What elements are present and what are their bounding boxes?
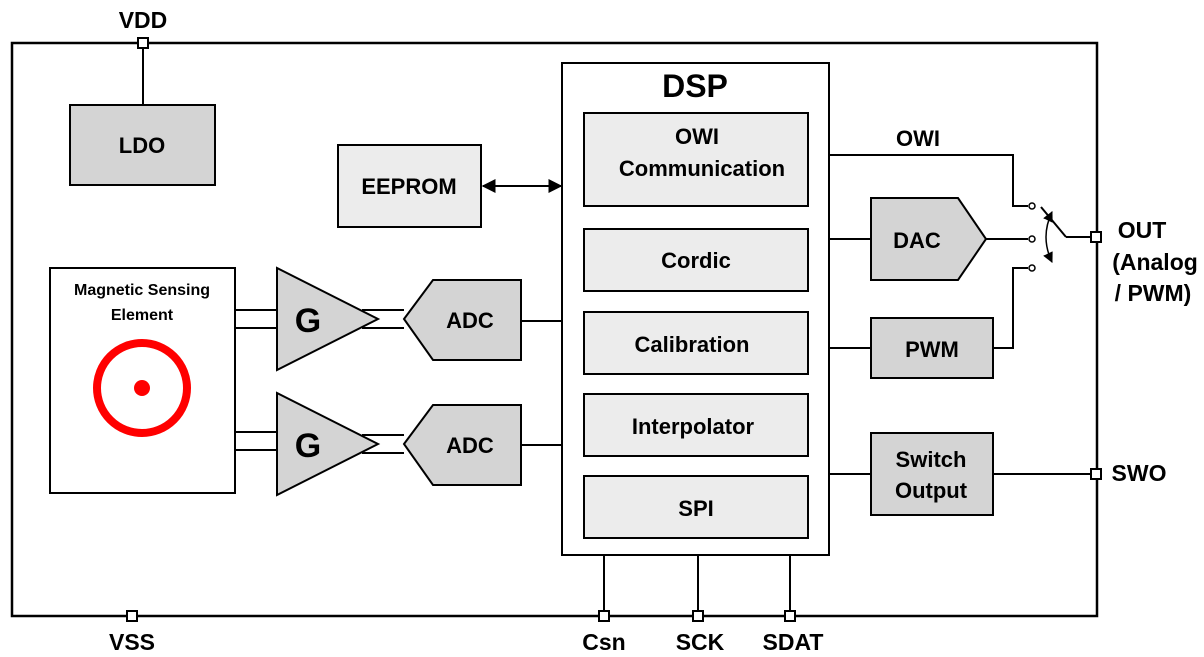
owi-comm-label-line2: Communication — [619, 156, 785, 181]
swo-label: SWO — [1112, 460, 1167, 486]
adc-1: ADC — [402, 279, 522, 361]
sck-label: SCK — [676, 629, 725, 655]
eeprom-label: EEPROM — [361, 174, 456, 199]
csn-pin-marker — [598, 610, 610, 622]
magnetic-field-ring-icon — [93, 339, 191, 437]
spi-label: SPI — [678, 496, 713, 521]
vss-pin-marker — [126, 610, 138, 622]
ldo-block: LDO — [69, 104, 216, 186]
interpolator-label: Interpolator — [632, 414, 755, 439]
sdat-pin-marker — [784, 610, 796, 622]
adc2-label: ADC — [446, 433, 494, 458]
calibration-block — [583, 311, 809, 375]
csn-label: Csn — [582, 629, 625, 655]
magnetic-field-dot-icon — [134, 380, 150, 396]
chip-outline — [10, 41, 1099, 618]
switch-output-label-line1: Switch — [896, 447, 967, 472]
magnetic-sensing-element: Magnetic Sensing Element — [49, 267, 236, 494]
switch-output-block: Switch Output — [870, 432, 994, 516]
sck-pin-marker — [692, 610, 704, 622]
out-label-line3: / PWM) — [1115, 280, 1192, 306]
sdat-label: SDAT — [763, 629, 824, 655]
owi-wire — [829, 154, 1028, 207]
adc-2: ADC — [402, 404, 522, 486]
output-select-switch — [1028, 202, 1094, 272]
owi-comm-label-line1: OWI — [675, 124, 719, 149]
owi-signal-label: OWI — [896, 126, 940, 151]
sensor-label-line1: Magnetic Sensing — [74, 282, 210, 299]
swo-pin-marker — [1090, 468, 1102, 480]
switch-output-label-line2: Output — [895, 478, 968, 503]
dsp-block: DSP OWI Communication Cordic Calibration… — [561, 62, 830, 556]
spi-block — [583, 475, 809, 539]
out-pin-marker — [1090, 231, 1102, 243]
dac-label: DAC — [893, 228, 941, 253]
pwm-block: PWM — [870, 317, 994, 379]
owi-communication-block — [583, 112, 809, 207]
out-label-line2: (Analog — [1112, 249, 1198, 275]
vss-label: VSS — [109, 629, 155, 655]
cordic-block — [583, 228, 809, 292]
out-label-line1: OUT — [1118, 217, 1167, 243]
amp2-gain-label: G — [295, 427, 321, 465]
amp1-gain-label: G — [295, 302, 321, 340]
ldo-label: LDO — [119, 133, 165, 158]
pwm-label: PWM — [905, 337, 959, 362]
vdd-label: VDD — [119, 7, 168, 33]
dac-block: DAC — [870, 197, 988, 281]
dsp-title: DSP — [662, 68, 728, 104]
vdd-pin-marker — [137, 37, 149, 49]
calibration-label: Calibration — [635, 332, 750, 357]
switch-arc-arrow-icon — [1043, 211, 1053, 263]
amplifier-1: G — [276, 266, 381, 372]
amplifier-2: G — [276, 391, 381, 497]
sensor-label-line2: Element — [111, 307, 174, 324]
adc1-label: ADC — [446, 308, 494, 333]
interpolator-block — [583, 393, 809, 457]
eeprom-block: EEPROM — [337, 144, 482, 228]
cordic-label: Cordic — [661, 248, 731, 273]
pwm-switch-wire — [993, 267, 1028, 349]
